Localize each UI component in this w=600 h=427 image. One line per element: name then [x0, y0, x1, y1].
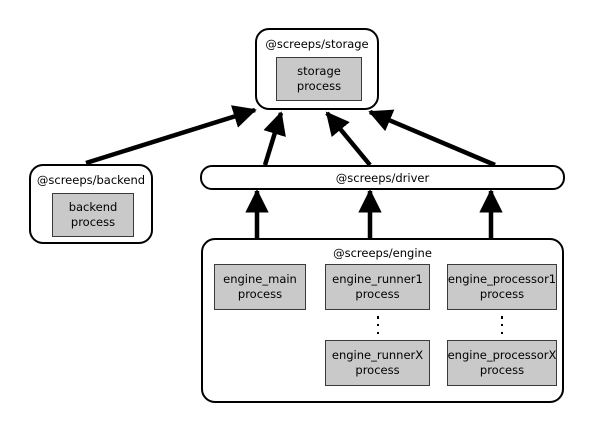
processor-column-ellipsis-icon — [499, 316, 505, 334]
arrow-driver-to-storage-right — [368, 109, 496, 168]
process-storage-line2: process — [296, 79, 342, 93]
package-storage[interactable]: @screeps/storage storage process — [255, 28, 379, 110]
process-engine-runnerx-line1: engine_runnerX — [331, 348, 424, 362]
process-backend-line2: process — [70, 215, 116, 229]
process-backend-line1: backend — [68, 200, 118, 214]
process-engine-processorx-line2: process — [479, 363, 525, 377]
process-engine-runnerx[interactable]: engine_runnerX process — [325, 340, 430, 386]
process-engine-processor1-line2: process — [479, 287, 525, 301]
process-backend[interactable]: backend process — [52, 193, 134, 237]
arrow-driver-to-storage-left — [262, 111, 286, 166]
process-engine-processorx-line1: engine_processorX — [447, 348, 557, 362]
arrow-backend-to-storage — [85, 105, 257, 166]
arrow-driver-to-storage-middle — [325, 111, 372, 167]
process-engine-runnerx-line2: process — [355, 363, 400, 377]
process-engine-runner1-line2: process — [355, 287, 400, 301]
package-driver-label: @screeps/driver — [335, 170, 430, 185]
package-engine[interactable]: @screeps/engine engine_main process engi… — [201, 238, 564, 403]
package-engine-label: @screeps/engine — [333, 246, 432, 260]
process-engine-main-line2: process — [237, 287, 283, 301]
process-engine-processorx[interactable]: engine_processorX process — [447, 340, 557, 386]
process-storage-line1: storage — [297, 64, 341, 78]
process-storage[interactable]: storage process — [276, 57, 362, 101]
package-driver[interactable]: @screeps/driver — [200, 165, 565, 190]
package-backend[interactable]: @screeps/backend backend process — [29, 164, 153, 244]
process-engine-processor1[interactable]: engine_processor1 process — [447, 264, 557, 310]
package-storage-label: @screeps/storage — [265, 37, 369, 51]
process-engine-main-line1: engine_main — [223, 272, 297, 286]
process-engine-processor1-line1: engine_processor1 — [447, 272, 557, 286]
process-engine-runner1[interactable]: engine_runner1 process — [325, 264, 430, 310]
process-engine-runner1-line1: engine_runner1 — [332, 272, 423, 286]
process-engine-main[interactable]: engine_main process — [214, 264, 306, 310]
package-backend-label: @screeps/backend — [36, 173, 146, 187]
runner-column-ellipsis-icon — [375, 316, 381, 334]
